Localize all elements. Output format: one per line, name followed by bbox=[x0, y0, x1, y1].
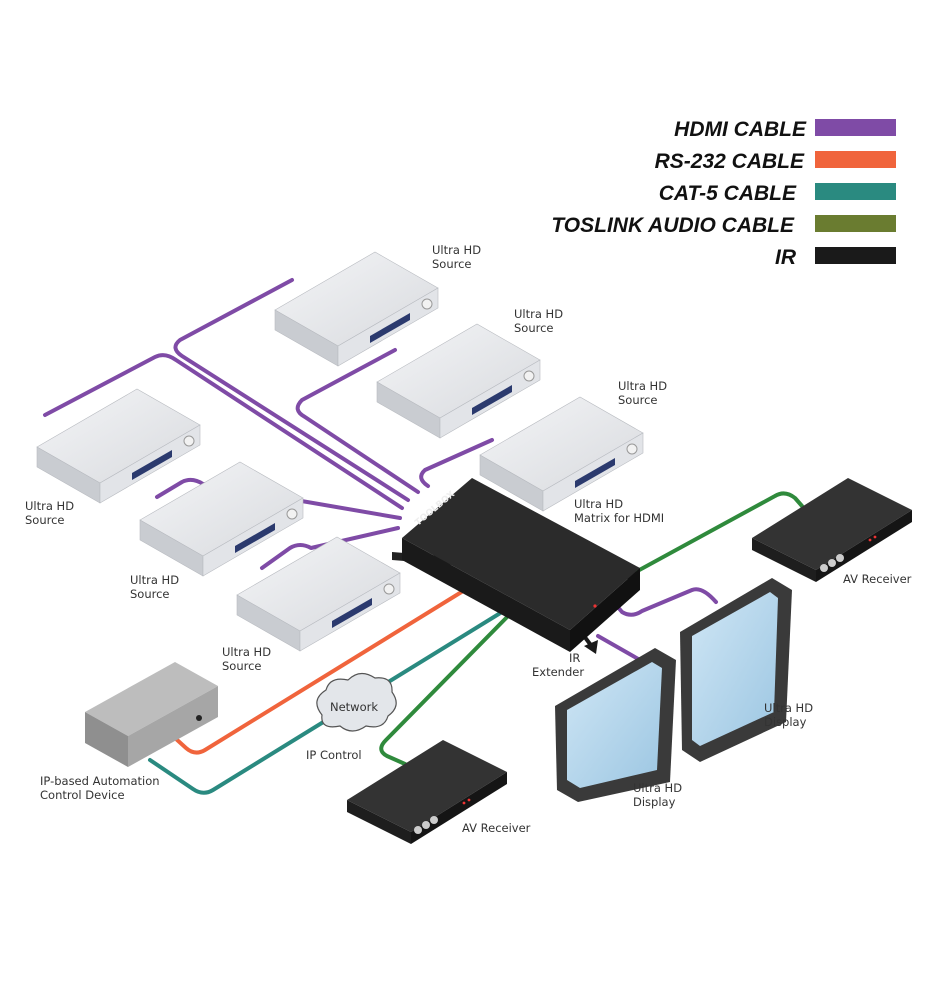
front-display bbox=[575, 458, 615, 488]
volume-knob-icon bbox=[421, 298, 433, 310]
matrix-label-line2: Matrix for HDMI bbox=[574, 511, 664, 525]
legend-swatch bbox=[815, 151, 896, 168]
legend-label: CAT-5 CABLE bbox=[659, 182, 797, 205]
legend-swatch bbox=[815, 183, 896, 200]
ultra-hd-source-4 bbox=[36, 388, 201, 504]
hdmi-cable-source-2 bbox=[295, 348, 420, 494]
av-receiver-bottom-label: AV Receiver bbox=[462, 821, 531, 835]
legend-swatch bbox=[815, 247, 896, 264]
ultra-hd-source-5 bbox=[139, 461, 304, 577]
ultra-hd-source-6 bbox=[236, 536, 401, 652]
audio-cable-av-receiver-right bbox=[630, 491, 804, 576]
volume-knob-icon bbox=[523, 370, 535, 382]
av-receiver-right bbox=[752, 478, 912, 582]
legend-item-ir: IR bbox=[775, 246, 896, 269]
av-receiver-right-label: AV Receiver bbox=[843, 572, 912, 586]
source-3-label-line2: Source bbox=[618, 393, 658, 407]
volume-knob-icon bbox=[383, 583, 395, 595]
source-4-label-line2: Source bbox=[25, 513, 65, 527]
ir-arrow-icon bbox=[584, 640, 598, 654]
front-display bbox=[132, 450, 172, 480]
front-display bbox=[370, 313, 410, 343]
legend: HDMI CABLE RS-232 CABLE CAT-5 CABLE TOSL… bbox=[551, 118, 896, 269]
source-3-label-line1: Ultra HD bbox=[618, 379, 667, 393]
legend-label: RS-232 CABLE bbox=[655, 150, 805, 173]
legend-item-toslink: TOSLINK AUDIO CABLE bbox=[551, 214, 896, 237]
ir-extender-label-line2: Extender bbox=[532, 665, 584, 679]
audio-cable-av-receiver-bottom bbox=[379, 610, 514, 766]
legend-label: IR bbox=[775, 246, 797, 269]
legend-label: HDMI CABLE bbox=[674, 118, 807, 141]
display-right-label-line1: Ultra HD bbox=[764, 701, 813, 715]
source-4-label-line1: Ultra HD bbox=[25, 499, 74, 513]
volume-knob-icon bbox=[183, 435, 195, 447]
hdmi-cable-source-1 bbox=[173, 278, 410, 502]
front-display bbox=[332, 598, 372, 628]
source-2-label-line2: Source bbox=[514, 321, 554, 335]
display-left bbox=[555, 648, 676, 802]
legend-swatch bbox=[815, 119, 896, 136]
front-display bbox=[472, 385, 512, 415]
legend-swatch bbox=[815, 215, 896, 232]
source-1-label-line2: Source bbox=[432, 257, 472, 271]
hdmi-cable-source-6 bbox=[260, 526, 400, 570]
source-5-label-line2: Source bbox=[130, 587, 170, 601]
av-receiver-bottom bbox=[347, 740, 507, 844]
source-2-label-line1: Ultra HD bbox=[514, 307, 563, 321]
network-cloud-icon: Network bbox=[316, 672, 397, 732]
source-6-label-line2: Source bbox=[222, 659, 262, 673]
source-1-label-line1: Ultra HD bbox=[432, 243, 481, 257]
rs232-cable bbox=[173, 586, 470, 755]
labels: Ultra HD Source Ultra HD Source Ultra HD… bbox=[25, 243, 912, 835]
front-display bbox=[235, 523, 275, 553]
volume-knob-icon bbox=[626, 443, 638, 455]
hdmi-cable-source-3 bbox=[419, 438, 494, 488]
network-label: Network bbox=[330, 700, 378, 714]
hdmi-cable-source-4 bbox=[43, 353, 404, 510]
automation-label-line2: Control Device bbox=[40, 788, 125, 802]
ir-extender-label-line1: IR bbox=[569, 651, 580, 665]
source-6-label-line1: Ultra HD bbox=[222, 645, 271, 659]
volume-knob-icon bbox=[286, 508, 298, 520]
display-right-label-line2: Display bbox=[764, 715, 807, 729]
display-right bbox=[680, 578, 792, 762]
cat5-cable bbox=[148, 610, 504, 795]
display-left-label-line2: Display bbox=[633, 795, 676, 809]
ultra-hd-source-1 bbox=[274, 251, 439, 367]
hdmi-cable-display-right bbox=[610, 587, 718, 617]
automation-control-device bbox=[85, 662, 218, 767]
hdmi-cable-display-left bbox=[596, 634, 642, 662]
source-5-label-line1: Ultra HD bbox=[130, 573, 179, 587]
ultra-hd-source-3 bbox=[479, 396, 644, 512]
legend-item-hdmi: HDMI CABLE bbox=[674, 118, 896, 141]
ultra-hd-source-2 bbox=[376, 323, 541, 439]
power-led bbox=[593, 604, 597, 608]
legend-item-rs232: RS-232 CABLE bbox=[655, 150, 896, 173]
display-left-label-line1: Ultra HD bbox=[633, 781, 682, 795]
hdmi-matrix: TOOLBOX bbox=[392, 478, 640, 652]
legend-item-cat5: CAT-5 CABLE bbox=[659, 182, 896, 205]
automation-label-line1: IP-based Automation bbox=[40, 774, 160, 788]
matrix-label-line1: Ultra HD bbox=[574, 497, 623, 511]
ip-control-label: IP Control bbox=[306, 748, 362, 762]
legend-label: TOSLINK AUDIO CABLE bbox=[551, 214, 795, 237]
